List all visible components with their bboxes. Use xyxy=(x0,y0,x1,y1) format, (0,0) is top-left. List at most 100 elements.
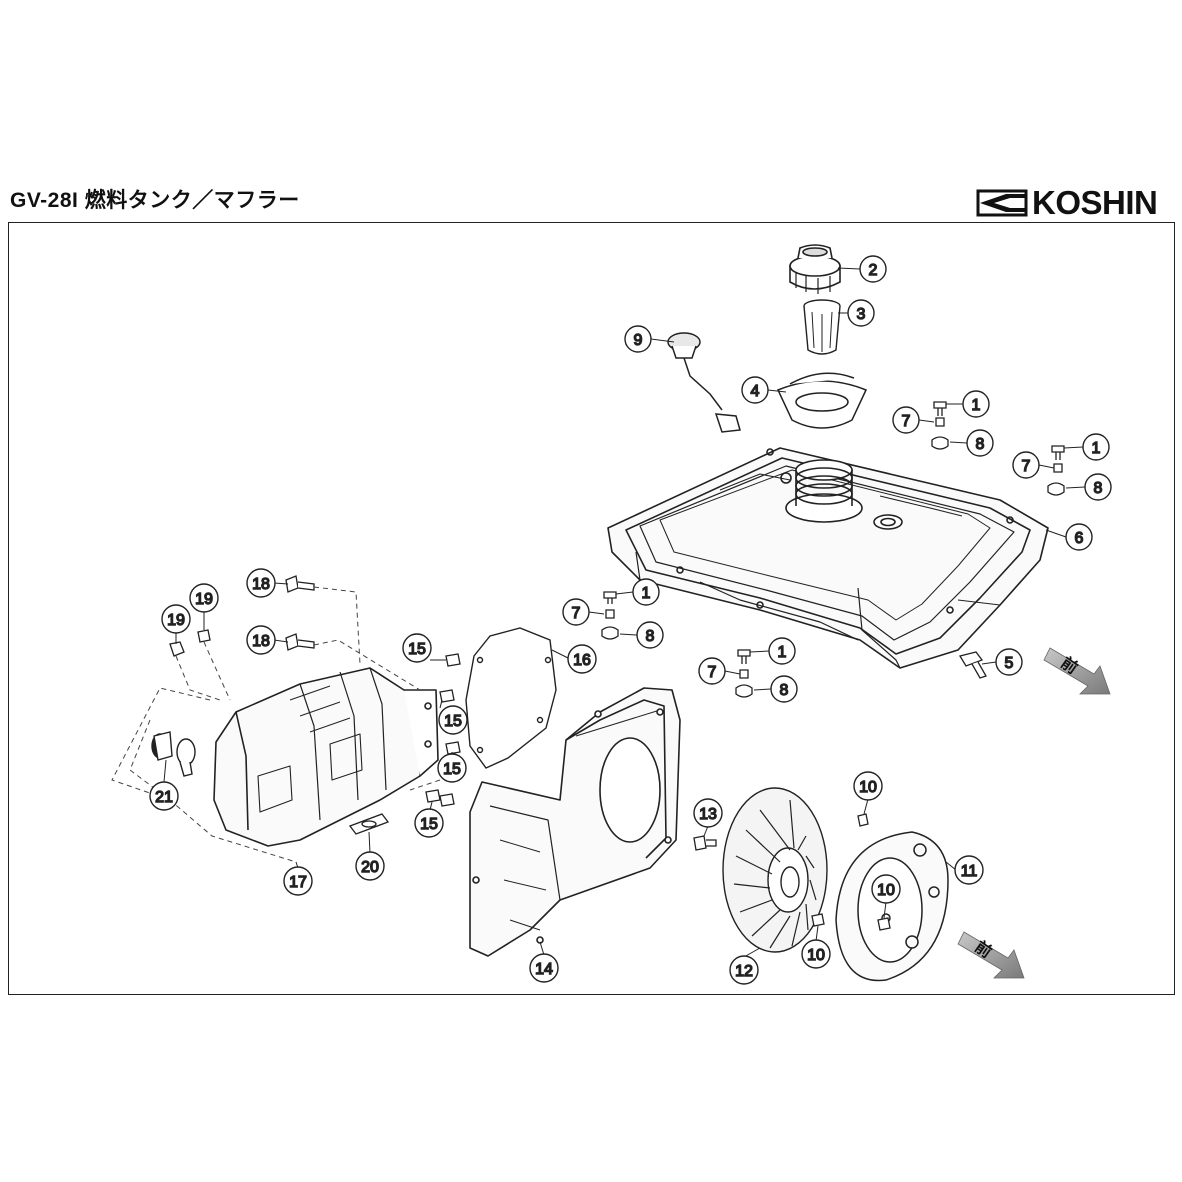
callout-1: 1 xyxy=(632,578,660,606)
callout-7: 7 xyxy=(698,657,726,685)
filler-gasket xyxy=(776,372,868,429)
svg-text:10: 10 xyxy=(877,882,895,899)
svg-text:8: 8 xyxy=(780,682,789,699)
callout-8: 8 xyxy=(966,429,994,457)
page-title: GV-28I 燃料タンク／マフラー xyxy=(10,189,300,212)
callout-13: 13 xyxy=(693,798,723,828)
svg-text:10: 10 xyxy=(807,947,825,964)
svg-text:12: 12 xyxy=(735,963,753,980)
callout-8: 8 xyxy=(636,621,664,649)
callout-15: 15 xyxy=(438,705,468,735)
fuel-cock xyxy=(958,651,987,679)
callout-1: 1 xyxy=(768,637,796,665)
svg-text:18: 18 xyxy=(252,633,270,650)
svg-text:15: 15 xyxy=(443,761,461,778)
svg-text:16: 16 xyxy=(573,652,591,669)
callout-9: 9 xyxy=(624,325,652,353)
fan-housing xyxy=(469,687,681,957)
svg-text:18: 18 xyxy=(252,576,270,593)
callout-15: 15 xyxy=(437,753,467,783)
front-direction-arrow-upper xyxy=(1043,647,1111,695)
callout-19: 19 xyxy=(189,583,219,613)
svg-text:15: 15 xyxy=(444,713,462,730)
callout-1: 1 xyxy=(962,390,990,418)
callout-leaders xyxy=(163,267,1086,958)
svg-text:15: 15 xyxy=(408,641,426,658)
koshin-logo: KOSHIN xyxy=(976,184,1176,221)
callout-1: 1 xyxy=(1082,433,1110,461)
svg-text:15: 15 xyxy=(420,816,438,833)
svg-text:17: 17 xyxy=(289,874,307,891)
callout-10: 10 xyxy=(853,771,883,801)
callout-7: 7 xyxy=(562,598,590,626)
svg-text:13: 13 xyxy=(699,806,717,823)
callout-14: 14 xyxy=(529,953,559,983)
callout-17: 17 xyxy=(283,866,313,896)
cover-screws xyxy=(811,813,891,931)
callout-8: 8 xyxy=(1084,473,1112,501)
svg-text:1: 1 xyxy=(1092,440,1101,457)
svg-text:7: 7 xyxy=(902,413,911,430)
callout-2: 2 xyxy=(859,255,887,283)
svg-text:7: 7 xyxy=(572,605,581,622)
cooling-fan xyxy=(722,787,828,953)
svg-text:8: 8 xyxy=(976,436,985,453)
muffler-leader-lines xyxy=(111,586,441,863)
koshin-logo-mark-icon xyxy=(976,189,1028,217)
callout-21: 21 xyxy=(149,781,179,811)
svg-text:14: 14 xyxy=(535,961,553,978)
muffler xyxy=(213,667,439,847)
callout-3: 3 xyxy=(847,299,875,327)
svg-text:8: 8 xyxy=(1094,480,1103,497)
muffler-gasket xyxy=(348,813,390,835)
svg-text:1: 1 xyxy=(972,397,981,414)
svg-text:4: 4 xyxy=(751,383,760,400)
tank-cap xyxy=(789,244,841,294)
callout-8: 8 xyxy=(770,675,798,703)
tank-mount-hardware xyxy=(601,401,1065,698)
svg-text:19: 19 xyxy=(167,612,185,629)
svg-text:10: 10 xyxy=(859,779,877,796)
svg-text:20: 20 xyxy=(361,859,379,876)
svg-text:2: 2 xyxy=(869,262,878,279)
callout-10: 10 xyxy=(801,939,831,969)
svg-text:5: 5 xyxy=(1005,655,1014,672)
callout-5: 5 xyxy=(995,648,1023,676)
flywheel-cover xyxy=(835,831,949,982)
brand-name: KOSHIN xyxy=(1032,184,1158,221)
callout-15: 15 xyxy=(402,633,432,663)
callout-20: 20 xyxy=(355,851,385,881)
svg-text:21: 21 xyxy=(155,789,173,806)
callout-7: 7 xyxy=(1012,451,1040,479)
fan-bolt xyxy=(693,835,717,851)
fuel-tank xyxy=(607,447,1049,669)
muffler-fasteners xyxy=(169,575,315,657)
callout-11: 11 xyxy=(954,855,984,885)
fuel-gauge xyxy=(667,332,741,433)
callout-16: 16 xyxy=(567,644,597,674)
svg-text:6: 6 xyxy=(1075,530,1084,547)
svg-text:1: 1 xyxy=(778,644,787,661)
svg-text:1: 1 xyxy=(642,585,651,602)
svg-text:7: 7 xyxy=(708,664,717,681)
callout-18: 18 xyxy=(246,568,276,598)
callout-12: 12 xyxy=(729,955,759,985)
callout-10: 10 xyxy=(871,874,901,904)
callout-7: 7 xyxy=(892,406,920,434)
front-direction-arrow-lower xyxy=(957,931,1025,979)
svg-text:19: 19 xyxy=(195,591,213,608)
svg-text:11: 11 xyxy=(961,863,978,880)
exhaust-pipe-clamp xyxy=(151,731,196,777)
svg-text:7: 7 xyxy=(1022,458,1031,475)
fuel-strainer xyxy=(803,299,841,355)
diagram-frame xyxy=(8,222,1175,995)
callout-15: 15 xyxy=(414,808,444,838)
callout-6: 6 xyxy=(1065,523,1093,551)
cylinder-cover-gasket xyxy=(465,627,557,769)
svg-text:8: 8 xyxy=(646,628,655,645)
svg-text:9: 9 xyxy=(634,332,643,349)
cover-bolts xyxy=(425,653,461,807)
callout-19: 19 xyxy=(161,604,191,634)
callout-4: 4 xyxy=(741,376,769,404)
